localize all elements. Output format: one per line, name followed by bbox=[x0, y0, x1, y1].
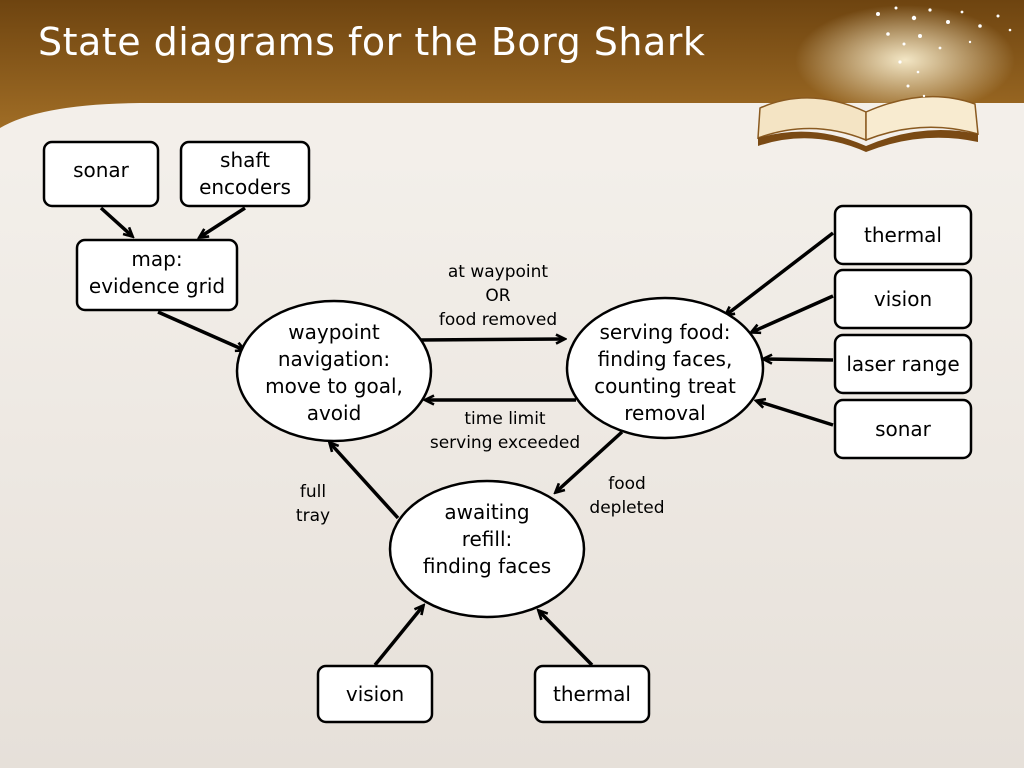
map-box-evidence-grid: map:evidence grid bbox=[75, 238, 239, 312]
sensor-box-thermal-bottom: thermal bbox=[533, 664, 651, 724]
arrow-encoders-to-map bbox=[200, 206, 246, 237]
slide-title: State diagrams for the Borg Shark bbox=[38, 20, 706, 64]
arrow-thermal-to-awaiting bbox=[539, 611, 594, 667]
arrow-map-to-navigation bbox=[157, 310, 244, 350]
sensor-box-thermal-right: thermal bbox=[833, 204, 973, 266]
sensor-label: laser range bbox=[846, 352, 959, 376]
arrow-navigation-to-serving bbox=[417, 339, 564, 340]
state-label: serving food:finding faces,counting trea… bbox=[594, 320, 736, 425]
arrow-sonar-to-serving bbox=[757, 401, 834, 427]
sensor-label: sonar bbox=[875, 417, 932, 441]
map-label: map:evidence grid bbox=[89, 247, 225, 298]
sensor-label: thermal bbox=[864, 223, 942, 247]
sensor-label: thermal bbox=[553, 682, 631, 706]
sensor-box-vision-bottom: vision bbox=[316, 664, 434, 724]
arrows bbox=[99, 206, 835, 667]
sensor-box-sonar-right: sonar bbox=[833, 398, 973, 460]
arrow-laser-to-serving bbox=[764, 359, 834, 360]
sensor-box-laser-range: laser range bbox=[833, 333, 973, 395]
open-book-icon bbox=[757, 5, 1015, 152]
sensor-label: sonar bbox=[73, 158, 130, 182]
arrow-serving-to-awaiting bbox=[556, 430, 624, 492]
state-serving-food: serving food:finding faces,counting trea… bbox=[565, 296, 765, 440]
arrow-thermal-to-serving bbox=[726, 231, 835, 315]
arrow-vision-to-serving bbox=[752, 294, 834, 332]
sensor-label: vision bbox=[874, 287, 932, 311]
sensor-box-sonar-top: sonar bbox=[42, 140, 160, 208]
arrow-awaiting-to-navigation bbox=[330, 443, 400, 520]
sensor-box-vision-right: vision bbox=[833, 268, 973, 330]
arrow-vision-to-awaiting bbox=[373, 606, 423, 667]
sensor-label: vision bbox=[346, 682, 404, 706]
arrow-sonar-to-map bbox=[99, 206, 132, 236]
